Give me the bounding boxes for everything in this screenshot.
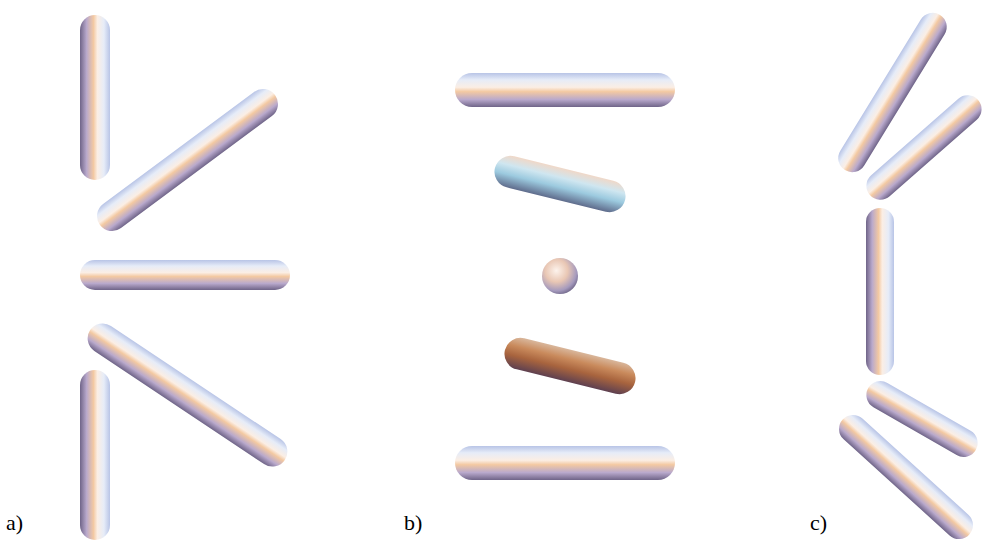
rods-b (455, 73, 675, 480)
panel-label: a) (6, 512, 23, 534)
panel-label: c) (810, 512, 827, 534)
rod (866, 208, 894, 375)
rod (80, 15, 110, 180)
rod (91, 83, 284, 237)
rod (861, 89, 988, 205)
rod (80, 370, 110, 540)
rod (455, 73, 675, 107)
rod (455, 446, 675, 480)
rods-a (80, 15, 293, 540)
panel-label: b) (404, 512, 422, 534)
rods-c (833, 8, 987, 545)
rod (501, 334, 639, 397)
rod (82, 318, 293, 473)
rod (833, 409, 978, 545)
rod (491, 152, 629, 215)
rod (80, 260, 290, 290)
sphere (542, 258, 578, 294)
